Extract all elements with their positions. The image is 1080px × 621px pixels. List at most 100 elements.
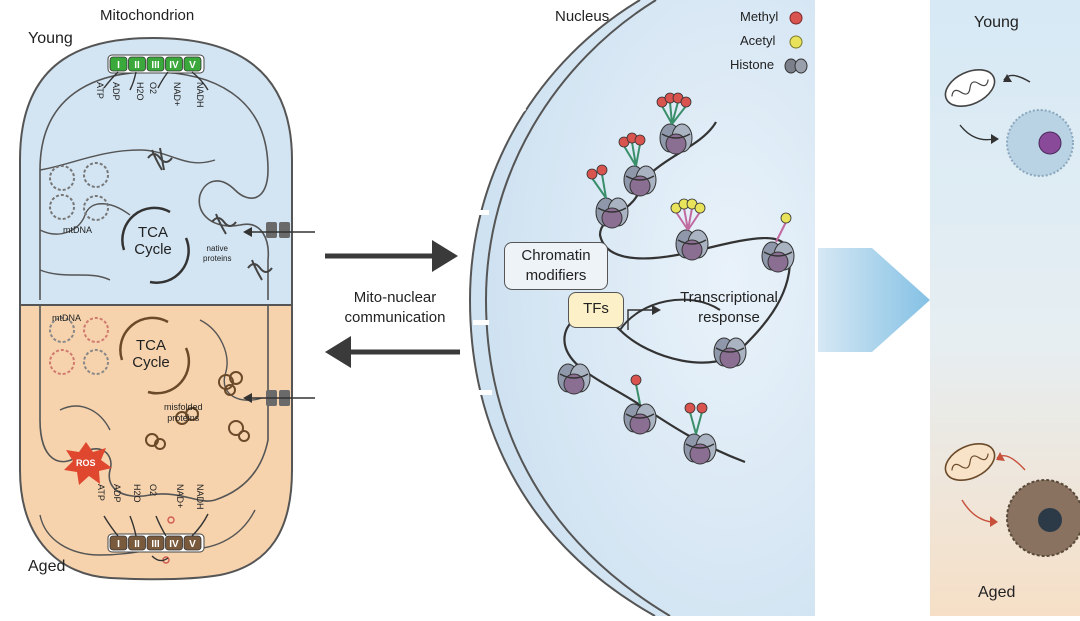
aged-complex-label: IV (169, 539, 179, 550)
mtdna-rings-young (49, 162, 109, 221)
aged-complex-4 (165, 535, 183, 551)
young-complex-4 (165, 56, 183, 72)
metabolite-label: NADH (195, 82, 205, 108)
metabolite-label: ATP (95, 82, 105, 99)
histone-mark (630, 374, 642, 405)
young-label-left: Young (28, 30, 73, 47)
nucleosome (595, 197, 629, 229)
misfolded-proteins-label: misfolded proteins (164, 402, 203, 423)
native-proteins-label: native proteins (203, 244, 232, 263)
metabolite-label: H2O (132, 484, 142, 503)
young-complex-3 (146, 56, 165, 72)
native-protein-icon (147, 147, 273, 281)
tca-cycle-arrows-young (121, 206, 190, 284)
import-channel-aged (243, 390, 315, 406)
aged-complex-label: I (117, 539, 120, 550)
communication-label: Mito-nuclear communication (344, 289, 446, 326)
ros-burst-icon (64, 442, 112, 485)
legend-histone: Histone (730, 57, 775, 72)
misfolded-protein-icon (145, 371, 250, 450)
aged-label-left: Aged (28, 558, 66, 575)
histone-mark (687, 202, 706, 231)
acetyl-legend-icon (789, 35, 803, 49)
metabolite-label: NAD+ (175, 484, 185, 509)
nucleus (468, 0, 815, 617)
histone-mark (596, 164, 608, 199)
nucleosome (675, 229, 709, 261)
histone-mark (684, 402, 697, 435)
legend-methyl: Methyl (740, 9, 779, 24)
tfs-box: TFs (568, 292, 624, 328)
mtdna-rings-aged (49, 317, 109, 375)
histone-legend-icon (784, 58, 808, 74)
tca-label-young: TCA Cycle (134, 224, 172, 258)
young-label-right: Young (974, 14, 1019, 31)
legend-acetyl: Acetyl (740, 33, 776, 48)
young-complex-2 (128, 56, 146, 72)
nucleus-title: Nucleus (555, 8, 610, 25)
metabolite-label: O2 (148, 82, 158, 95)
young-complex-label: I (117, 60, 120, 71)
nucleosome (683, 433, 717, 465)
histone-mark (671, 92, 684, 125)
aged-cell-cycle (944, 443, 1080, 557)
mitochondrion-young (19, 36, 315, 306)
nucleosome (623, 403, 657, 435)
metabolite-label: NAD+ (172, 82, 182, 107)
big-transition-arrow (818, 248, 930, 352)
nucleosome (623, 165, 657, 197)
young-complex-5 (183, 56, 202, 72)
histone-marks (586, 92, 792, 435)
histone-mark (634, 134, 646, 167)
import-channel-young (243, 222, 315, 238)
histone-mark (695, 402, 708, 435)
mtdna-label-aged: mtDNA (52, 313, 81, 323)
mitochondrion-aged (19, 304, 315, 581)
nucleosome (713, 337, 747, 369)
mitochondrion-title: Mitochondrion (100, 7, 195, 24)
nucleosome (761, 241, 795, 273)
metabolite-label: H2O (135, 82, 145, 101)
histone-mark (656, 96, 673, 125)
tca-label-aged: TCA Cycle (132, 337, 170, 371)
young-complex-label: IV (169, 60, 179, 71)
chromatin-modifiers-box: Chromatin modifiers (504, 242, 608, 290)
histone-mark (775, 212, 792, 243)
histone-mark (671, 96, 692, 125)
metabolite-label: ADP (111, 82, 121, 101)
nucleosome (659, 123, 693, 155)
young-complex-label: II (134, 60, 140, 71)
young-cell-cycle (944, 69, 1074, 177)
nucleosomes (557, 123, 795, 465)
ros-label: ROS (76, 458, 96, 468)
young-complex-label: III (151, 60, 160, 71)
histone-mark (626, 132, 638, 167)
communication-arrows (325, 240, 460, 368)
nuclear-pores (473, 105, 527, 395)
young-complex-label: V (189, 60, 196, 71)
histone-mark (586, 168, 607, 199)
metabolite-label: ATP (96, 484, 106, 501)
histone-mark (670, 202, 689, 231)
mtdna-label-young: mtDNA (63, 225, 92, 235)
etc-flow-arrows-young (103, 71, 209, 91)
aged-label-right: Aged (978, 584, 1016, 601)
aged-complex-label: V (189, 539, 196, 550)
metabolite-label: O2 (148, 484, 158, 497)
aged-complex-3 (146, 535, 165, 551)
metabolite-label: ADP (112, 484, 122, 503)
nucleosome (557, 363, 591, 395)
aged-complex-label: II (134, 539, 140, 550)
young-complex-1 (109, 56, 128, 72)
aged-complex-2 (128, 535, 146, 551)
metabolite-label: NADH (195, 484, 205, 510)
aged-complex-1 (109, 535, 128, 551)
etc-flow-arrows-aged (103, 513, 209, 562)
transcription-arrow (627, 309, 655, 330)
aged-complex-label: III (151, 539, 160, 550)
tca-cycle-arrows-aged (119, 316, 191, 395)
